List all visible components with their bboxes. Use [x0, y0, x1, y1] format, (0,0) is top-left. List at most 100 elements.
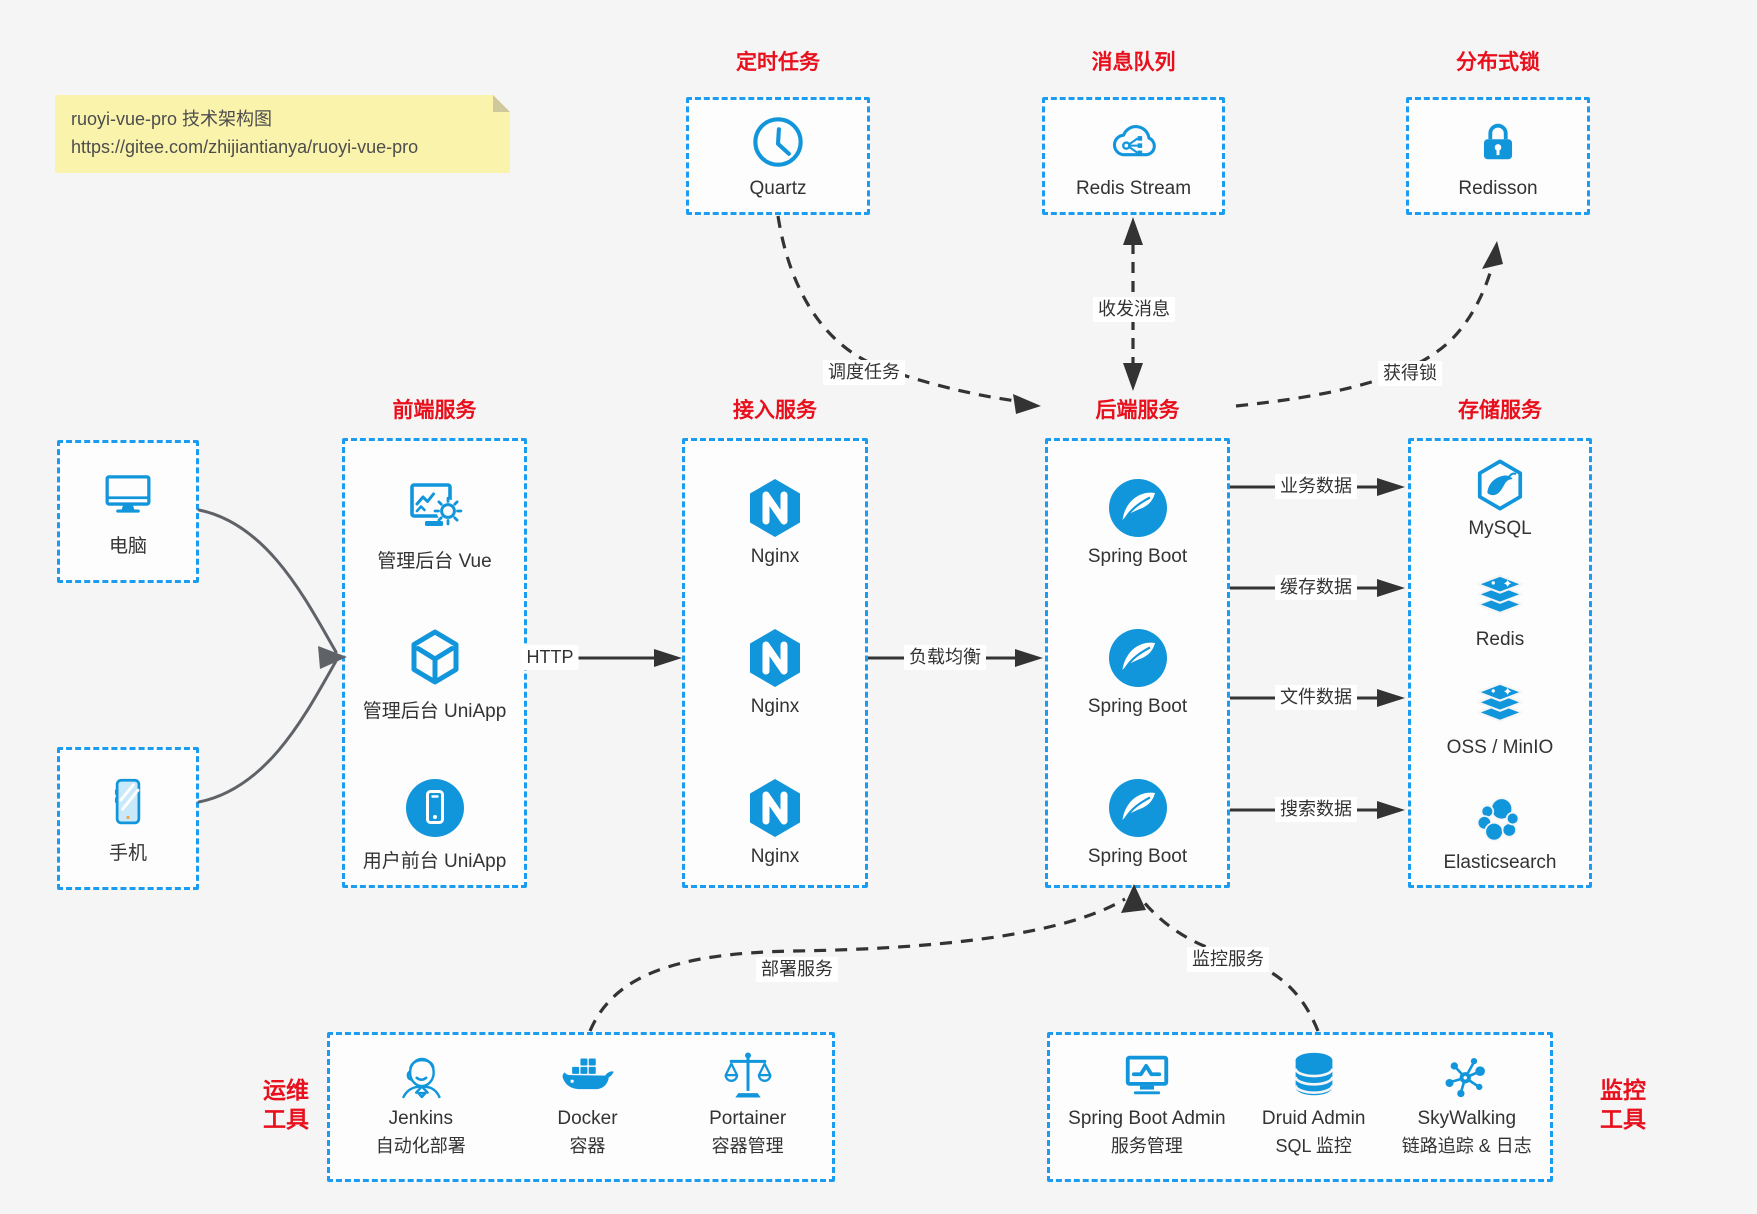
mq-item: Redis Stream	[1045, 100, 1222, 212]
frontend-item-userapp-label: 用户前台 UniApp	[362, 851, 507, 872]
monitoring-item-sba: Spring Boot Admin 服务管理	[1068, 1048, 1226, 1159]
backend-group-title: 后端服务	[1095, 399, 1180, 422]
lock-curve	[1235, 257, 1496, 408]
deploy-curve	[588, 897, 1126, 1032]
edge-label-monitor-service: 监控服务	[1187, 947, 1269, 972]
message-arrowhead-down	[1123, 363, 1143, 391]
monitoring-item-druid: Druid Admin SQL 监控	[1261, 1048, 1366, 1159]
edge-label-acquire-lock: 获得锁	[1378, 361, 1442, 386]
topology-icon	[1439, 1048, 1495, 1104]
backend-item-spring-1: Spring Boot	[1048, 476, 1227, 568]
devops-group-title-line2: 工具	[263, 1106, 309, 1133]
storage-box: MySQL Redis OSS / MinIO Elasticsearch	[1408, 438, 1592, 888]
load-balance-arrowhead	[1015, 649, 1043, 667]
frontend-item-vue: 管理后台 Vue	[345, 476, 524, 573]
spring-leaf-icon	[1106, 776, 1170, 840]
monitoring-item-druid-desc: SQL 监控	[1275, 1136, 1352, 1156]
scheduler-box: Quartz	[686, 97, 870, 215]
phone-icon	[99, 773, 157, 831]
devops-item-jenkins-name: Jenkins	[388, 1108, 453, 1129]
backend-item-spring-1-label: Spring Boot	[1087, 546, 1188, 567]
gateway-item-nginx-1-label: Nginx	[750, 546, 800, 567]
devops-item-portainer-desc: 容器管理	[711, 1136, 784, 1156]
edge-label-business-data: 业务数据	[1275, 474, 1357, 499]
edge-label-load-balance: 负载均衡	[904, 645, 986, 670]
client-desktop-box: 电脑	[57, 440, 199, 583]
uniapp-cube-icon	[403, 626, 467, 690]
gateway-item-nginx-2: Nginx	[685, 626, 865, 718]
client-connectors	[197, 508, 338, 804]
gateway-item-nginx-3-label: Nginx	[750, 846, 800, 867]
frontend-item-vue-label: 管理后台 Vue	[377, 551, 492, 572]
client-phone-label: 手机	[108, 842, 147, 864]
mq-item-label: Redis Stream	[1075, 177, 1192, 199]
edge-label-deploy-service: 部署服务	[756, 957, 838, 982]
deploy-monitor-arrowhead	[1121, 884, 1146, 913]
monitoring-box: Spring Boot Admin 服务管理 Druid Admin SQL 监…	[1047, 1032, 1553, 1182]
lock-item-label: Redisson	[1458, 177, 1538, 199]
edge-label-search-data: 搜索数据	[1275, 797, 1357, 822]
monitoring-group-title-line2: 工具	[1600, 1106, 1646, 1133]
frontend-group-title: 前端服务	[392, 399, 477, 422]
nginx-icon	[743, 776, 807, 840]
devops-box: Jenkins 自动化部署 Docker 容器 Portainer 容器管理	[327, 1032, 835, 1182]
devops-item-docker: Docker 容器	[557, 1048, 618, 1159]
devops-item-jenkins-desc: 自动化部署	[375, 1136, 466, 1156]
monitoring-item-sba-name: Spring Boot Admin	[1068, 1108, 1226, 1129]
lock-box: Redisson	[1406, 97, 1590, 215]
spring-leaf-icon	[1106, 626, 1170, 690]
edge-label-send-receive-message: 收发消息	[1093, 297, 1175, 322]
lock-group-title: 分布式锁	[1456, 51, 1540, 74]
storage-item-mysql-label: MySQL	[1468, 518, 1532, 539]
scheduler-item: Quartz	[689, 100, 867, 212]
gateway-box: Nginx Nginx Nginx	[682, 438, 868, 888]
monitoring-item-skywalking-desc: 链路追踪 & 日志	[1401, 1136, 1532, 1156]
schedule-arrowhead	[1013, 394, 1041, 414]
storage-item-elasticsearch-label: Elasticsearch	[1443, 852, 1557, 873]
frontend-item-uniapp: 管理后台 UniApp	[345, 626, 524, 723]
monitoring-item-druid-name: Druid Admin	[1261, 1108, 1366, 1129]
gateway-group-title: 接入服务	[733, 399, 817, 422]
backend-item-spring-2: Spring Boot	[1048, 626, 1227, 718]
scheduler-item-label: Quartz	[749, 177, 807, 199]
message-arrowhead-up	[1123, 217, 1143, 245]
admin-vue-icon	[403, 476, 467, 540]
mq-box: Redis Stream	[1042, 97, 1225, 215]
nginx-icon	[743, 476, 807, 540]
storage-item-mysql: MySQL	[1411, 458, 1589, 540]
desktop-icon	[99, 466, 157, 524]
client-desktop-label: 电脑	[108, 535, 147, 557]
database-icon	[1286, 1048, 1342, 1104]
client-desktop-item: 电脑	[60, 443, 196, 580]
client-phone-box: 手机	[57, 747, 199, 890]
edge-label-http: HTTP	[521, 645, 579, 670]
backend-item-spring-3: Spring Boot	[1048, 776, 1227, 868]
data-arrowheads	[1377, 478, 1405, 819]
monitoring-group-title: 监控 工具	[1584, 1076, 1662, 1135]
frontend-item-userapp: 用户前台 UniApp	[345, 776, 524, 873]
nginx-icon	[743, 626, 807, 690]
note-url: https://gitee.com/zhijiantianya/ruoyi-vu…	[71, 136, 419, 157]
lock-icon	[1469, 113, 1527, 171]
devops-item-docker-desc: 容器	[569, 1136, 606, 1156]
monitoring-group-title-line1: 监控	[1600, 1077, 1646, 1103]
frontend-item-uniapp-label: 管理后台 UniApp	[362, 701, 507, 722]
storage-item-elasticsearch: Elasticsearch	[1411, 792, 1589, 874]
storage-item-redis-label: Redis	[1475, 629, 1525, 650]
docker-whale-icon	[559, 1048, 615, 1104]
mq-group-title: 消息队列	[1091, 51, 1176, 74]
devops-item-docker-name: Docker	[557, 1108, 618, 1129]
redis-stack-icon	[1473, 569, 1527, 623]
elasticsearch-icon	[1473, 792, 1527, 846]
monitoring-item-skywalking-name: SkyWalking	[1417, 1108, 1517, 1129]
devops-item-jenkins: Jenkins 自动化部署	[376, 1048, 466, 1159]
storage-item-oss-label: OSS / MinIO	[1446, 737, 1554, 758]
user-app-icon	[403, 776, 467, 840]
backend-item-spring-3-label: Spring Boot	[1087, 846, 1188, 867]
http-arrowhead	[654, 649, 682, 667]
devops-item-portainer: Portainer 容器管理	[709, 1048, 786, 1159]
cloud-share-icon	[1105, 113, 1163, 171]
clock-icon	[749, 113, 807, 171]
gateway-item-nginx-2-label: Nginx	[750, 696, 800, 717]
devops-group-title: 运维 工具	[247, 1076, 325, 1135]
